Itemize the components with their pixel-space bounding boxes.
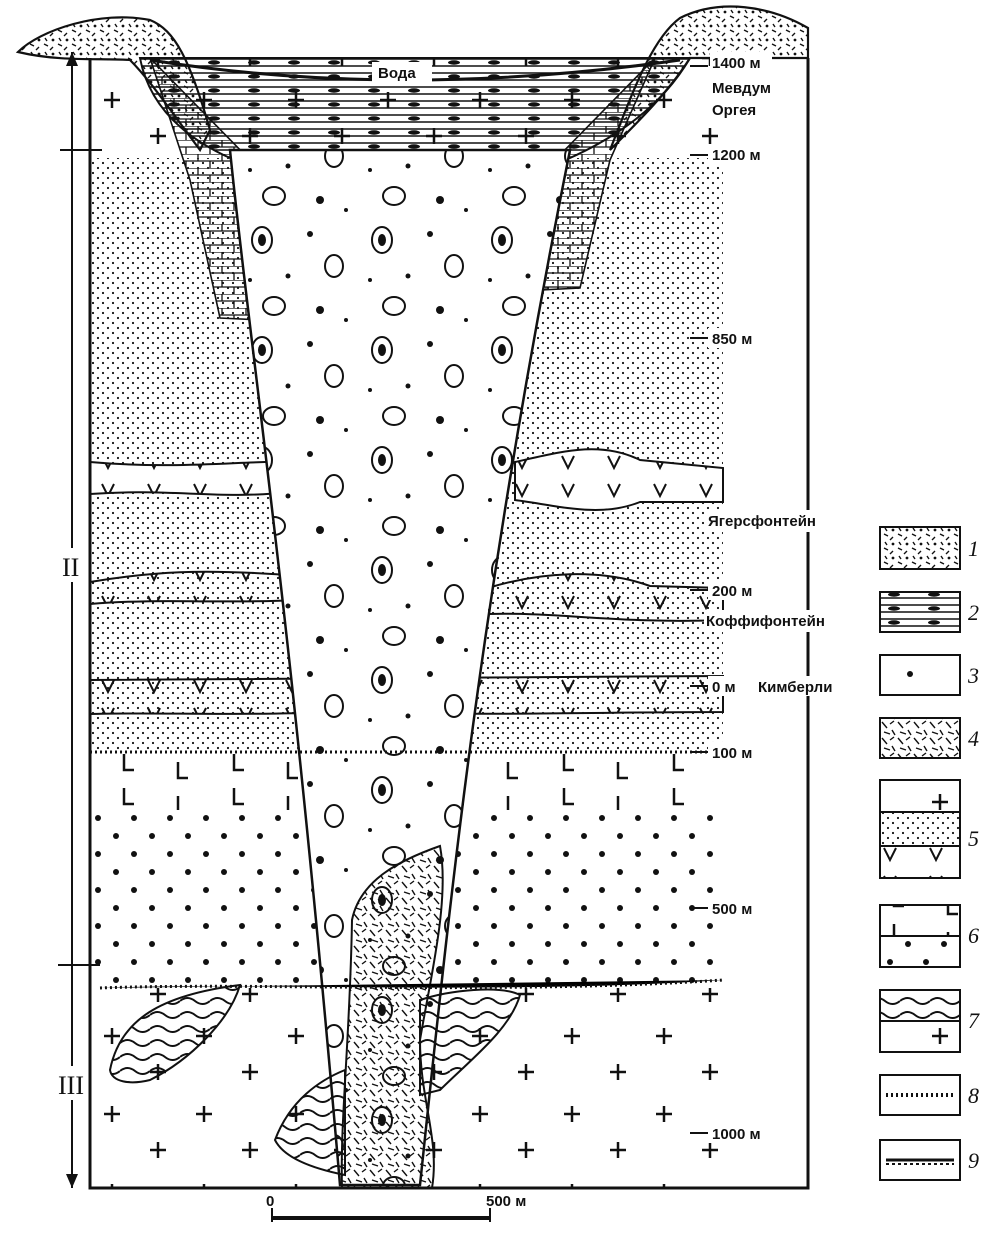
legend-number-9: 9 <box>968 1148 979 1173</box>
depth-mark-100: 100 м <box>712 745 752 762</box>
depth-mark-850: 850 м <box>712 331 752 348</box>
legend-swatch-4 <box>880 718 960 758</box>
depth-mark-500: 500 м <box>712 901 752 918</box>
formation-jagersfontein: Ягерсфонтейн <box>708 513 816 530</box>
depth-mark-200: 200 м <box>712 583 752 600</box>
formation-koffiefontein: Коффифонтейн <box>706 613 825 630</box>
formation-orgeya: Оргея <box>712 102 756 119</box>
legend-swatch-1 <box>880 527 960 569</box>
formation-mevdum: Мевдум <box>712 80 771 97</box>
legend-swatch-5 <box>880 780 960 878</box>
legend-number-8: 8 <box>968 1083 979 1108</box>
legend-swatch-3 <box>880 655 960 695</box>
stage-label-II: II <box>62 553 79 582</box>
legend-swatch-9 <box>880 1140 960 1180</box>
legend-number-6: 6 <box>968 923 979 948</box>
water-label: Вода <box>378 65 416 82</box>
legend-swatch-7 <box>880 990 960 1052</box>
legend-number-3: 3 <box>967 663 979 688</box>
legend <box>880 527 960 1180</box>
formation-kimberley: Кимберли <box>758 679 832 696</box>
legend-number-1: 1 <box>968 536 979 561</box>
legend-number-7: 7 <box>968 1008 980 1033</box>
scale-bar-end: 500 м <box>486 1193 526 1210</box>
legend-number-2: 2 <box>968 600 979 625</box>
depth-mark-1000: 1000 м <box>712 1126 761 1143</box>
volcanic-layer-middle <box>90 572 300 604</box>
legend-swatch-8 <box>880 1075 960 1115</box>
depth-mark-1400: 1400 м <box>712 55 761 72</box>
depth-mark-0: 0 м <box>712 679 736 696</box>
scale-bar-start: 0 <box>266 1193 274 1210</box>
legend-number-5: 5 <box>968 826 979 851</box>
legend-number-4: 4 <box>968 726 979 751</box>
legend-swatch-6 <box>880 905 960 967</box>
depth-mark-1200: 1200 м <box>712 147 761 164</box>
legend-swatch-2 <box>880 592 960 632</box>
scale-bar <box>272 1208 490 1222</box>
stage-label-III: III <box>58 1071 84 1100</box>
